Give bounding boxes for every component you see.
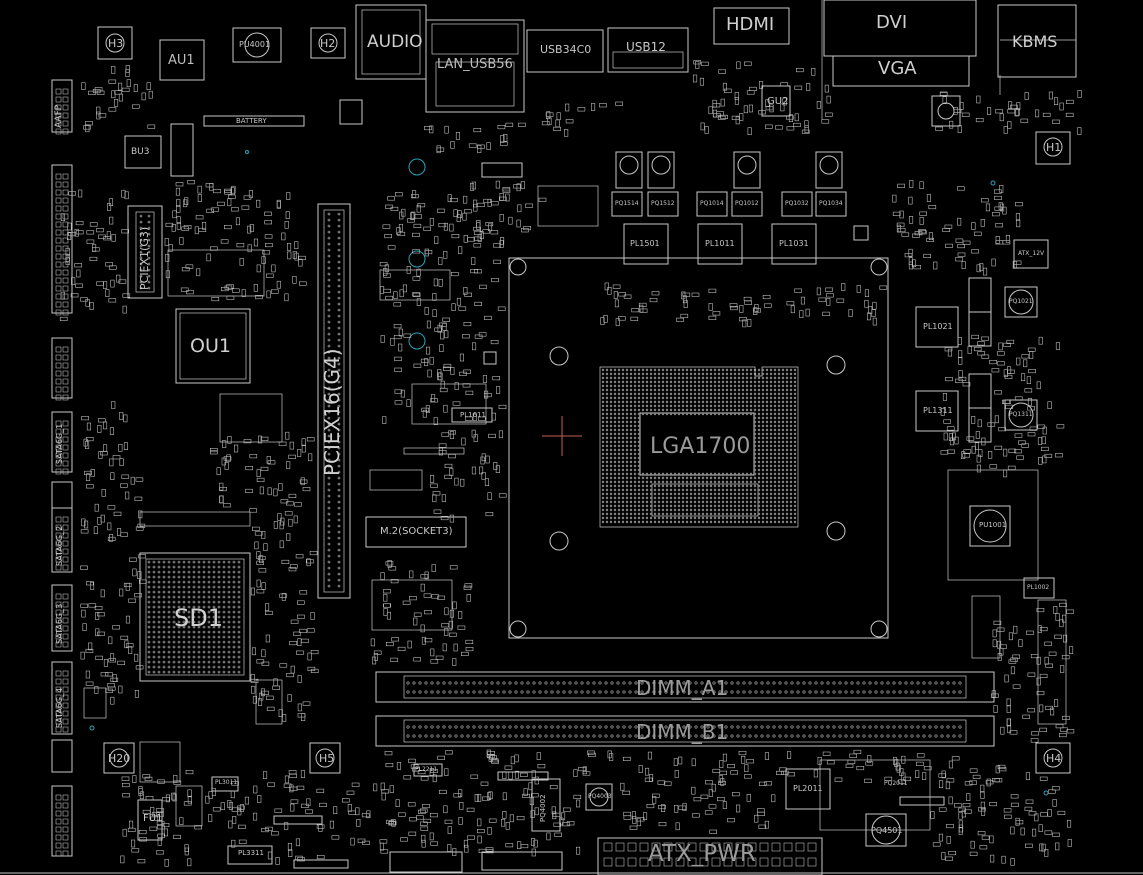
pl3311-label: PL3311 (238, 849, 264, 857)
au1-chip (159, 39, 205, 81)
h1-label: H1 (1046, 141, 1062, 154)
pq1311-label: PQ1311 (1009, 411, 1033, 418)
pl1021-inductor (915, 306, 959, 348)
dimm-b-slot (375, 715, 995, 747)
usb-a-outline (526, 29, 604, 73)
pciex16-slot (317, 203, 351, 599)
m2-slot (365, 516, 467, 548)
battery-holder (203, 115, 305, 127)
pu4001-label: PU4001 (239, 40, 271, 49)
pq4002-label: PQ4002 (539, 794, 547, 822)
pu1001-chip (969, 505, 1011, 547)
bu3-label: BU3 (131, 147, 150, 157)
usb-b-label: USB12 (626, 40, 666, 54)
pq4501-label: PQ4501 (871, 826, 903, 835)
h3-label: H3 (108, 37, 124, 50)
pq1014-label: PQ1014 (700, 200, 724, 207)
pl1031-label: PL1031 (779, 239, 809, 248)
dimm-a-label: DIMM_A1 (636, 676, 729, 700)
vga-outline (832, 55, 970, 87)
gu2-label: GU2 (767, 96, 789, 107)
lan-usb-outline (425, 19, 525, 113)
pu1001-label: PU1001 (979, 521, 1007, 529)
h20-label: H20 (108, 752, 131, 765)
pl1311-inductor (915, 390, 959, 432)
pl1311-label: PL1311 (923, 406, 953, 415)
h5-label: H5 (319, 752, 335, 765)
audio-label: AUDIO (367, 32, 423, 52)
sata-4-outline (51, 661, 73, 735)
battery-label: BATTERY (236, 117, 267, 125)
dimm-a-slot (375, 671, 995, 703)
pl1021-label: PL1021 (923, 322, 953, 331)
pl1501-label: PL1501 (630, 239, 660, 248)
au1-label: AU1 (168, 53, 195, 68)
pl1031-inductor (771, 223, 817, 265)
aafp-header (51, 79, 73, 133)
ou1-label: OU1 (190, 335, 231, 357)
pq1512-label: PQ1512 (651, 200, 675, 207)
h20-mount (103, 742, 135, 774)
pciex16-label: PCIEX16(G4) (320, 348, 344, 476)
sata-2-label: SATA6G_2 (55, 525, 64, 566)
pq1514-label: PQ1514 (615, 200, 639, 207)
pq1021-label: PQ1021 (1009, 298, 1033, 305)
usb-a-label: USB34C0 (540, 43, 592, 56)
dvi-label: DVI (876, 12, 908, 33)
pl2211-label: PL2211 (415, 766, 438, 773)
pl1002-label: PL1002 (1027, 584, 1050, 591)
h2-label: H2 (320, 37, 336, 50)
atx-pwr-label: ATX_PWR (648, 841, 756, 867)
pciex1-slot (127, 205, 163, 299)
pl1011-inductor (697, 223, 743, 265)
usb-b-outline (607, 27, 689, 73)
m2-label: M.2(SOCKET3) (380, 526, 453, 537)
sata-4-label: SATA6G_4 (55, 687, 64, 728)
pl2011-label: PL2011 (793, 784, 823, 793)
ou1-chip (175, 308, 251, 384)
sata-1-label: SATA6G_1 (55, 423, 64, 464)
pciex1-label: PCIEX1(G3) (138, 226, 151, 290)
sd1-chip (139, 552, 251, 682)
atx-pwr-connector (597, 837, 823, 875)
h4-mount (1035, 742, 1071, 774)
pu4001-chip (232, 27, 282, 63)
gu2-chip (761, 85, 791, 117)
kbms-label: KBMS (1012, 32, 1058, 51)
sata-3-label: SATA6G_3 (55, 603, 64, 644)
bu3-chip (124, 135, 162, 169)
sata-3-outline (51, 584, 73, 652)
atx-12v-header (1013, 239, 1049, 269)
atx-12v-label: ATX_12V (1018, 250, 1045, 257)
pq4003-label: PQ4003 (588, 793, 612, 800)
sd1-label: SD1 (174, 604, 223, 632)
pl1501-inductor (623, 223, 669, 265)
pl1011-label: PL1011 (705, 239, 735, 248)
fu1-label: FU1 (143, 813, 163, 824)
hdmi-label: HDMI (726, 14, 775, 35)
h1-mount (1035, 131, 1071, 165)
pq1032-label: PQ1032 (785, 200, 809, 207)
socket-label: LGA1700 (650, 434, 751, 459)
pq2011-label: PQ2011 (884, 780, 908, 787)
h5-mount (309, 742, 341, 774)
dimm-b-label: DIMM_B1 (636, 720, 729, 744)
vga-label: VGA (878, 58, 917, 79)
sata-2-outline (51, 507, 73, 573)
pl2011-inductor (785, 768, 831, 810)
pq1034-label: PQ1034 (819, 200, 843, 207)
pq1012-label: PQ1012 (735, 200, 759, 207)
pl3011-label: PL3011 (215, 779, 238, 786)
kbms-outline (997, 4, 1077, 78)
aafp-label: AAFP (54, 104, 64, 128)
lan-usb-label: LAN_USB56 (437, 57, 513, 72)
h2-mount (310, 27, 346, 59)
h3-mount (97, 26, 133, 60)
pl1611-label: PL1611 (460, 411, 486, 419)
h4-label: H4 (1046, 752, 1062, 765)
hdmi-outline (713, 7, 790, 45)
